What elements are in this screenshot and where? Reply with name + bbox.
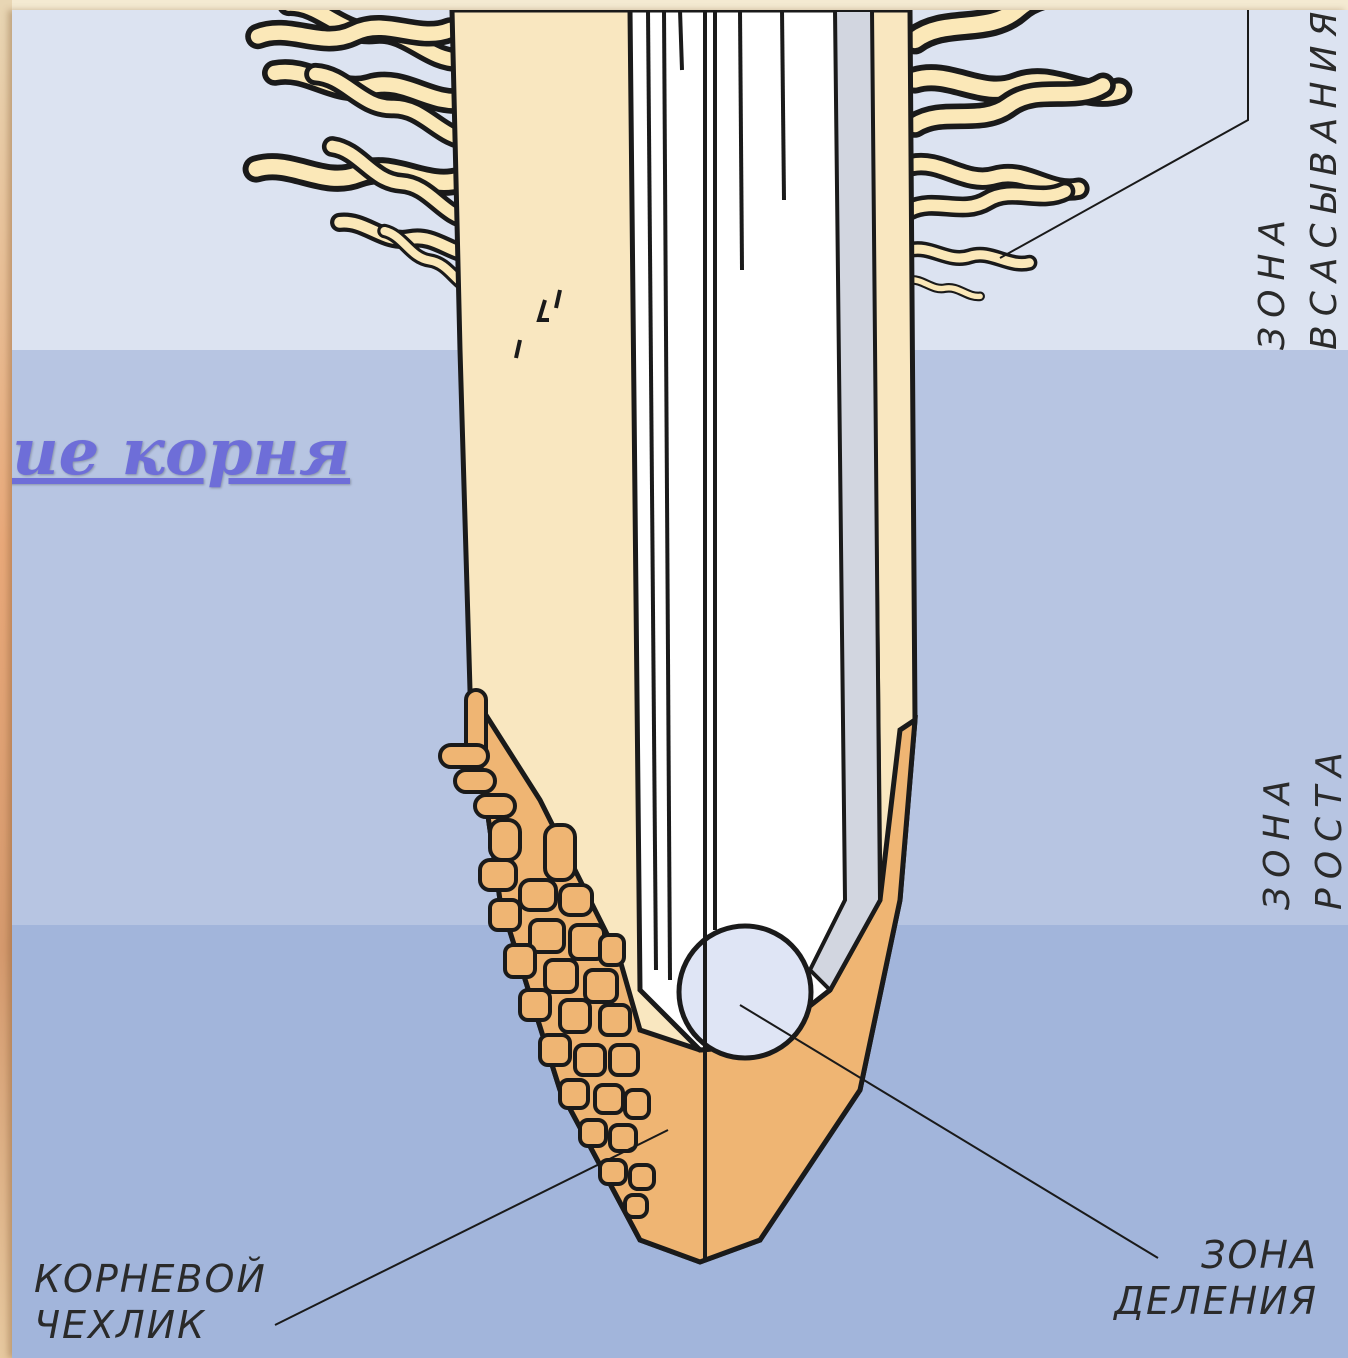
root-hairs-right [909, 10, 1124, 299]
root-diagram-slide: Строение корня ЗОНА ВСАСЫВАНИЯ ЗОНА РОСТ… [12, 10, 1348, 1358]
absorption-zone-label: ЗОНА ВСАСЫВАНИЯ [1247, 10, 1348, 350]
slide-frame-strip [0, 0, 12, 1358]
root-cap-label: КОРНЕВОЙ ЧЕХЛИК [34, 1256, 267, 1348]
division-zone-label: ЗОНА ДЕЛЕНИЯ [1088, 1232, 1318, 1324]
root-structure-diagram [12, 10, 1348, 1358]
title-link-text[interactable]: Строение корня [12, 415, 350, 490]
division-zone-meristem [679, 926, 811, 1058]
title-link[interactable]: Строение корня [12, 415, 360, 505]
growth-zone-label: ЗОНА РОСТА [1252, 743, 1348, 910]
